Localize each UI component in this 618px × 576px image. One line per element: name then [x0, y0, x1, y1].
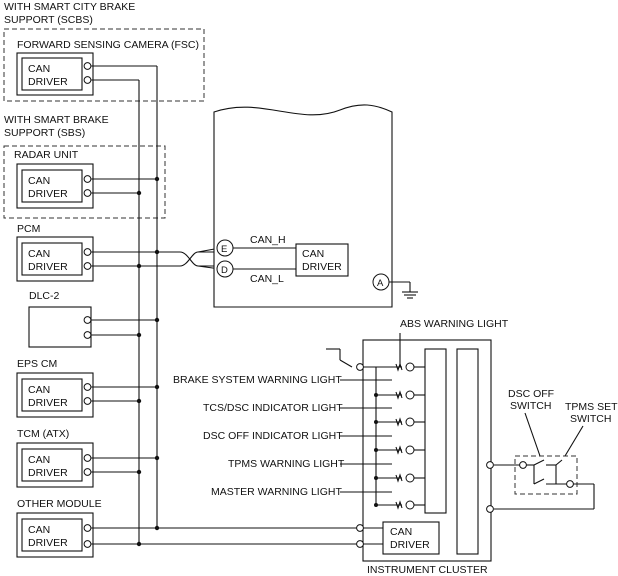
fsc-module-label: FORWARD SENSING CAMERA (FSC): [17, 39, 199, 51]
other-module-label: OTHER MODULE: [17, 498, 102, 510]
tcm-driver-label: DRIVER: [28, 467, 68, 479]
tpms-set-switch-label-2: SWITCH: [570, 413, 611, 425]
pcm-driver-label: DRIVER: [28, 261, 68, 273]
tcs-dsc-indicator-label: TCS/DSC INDICATOR LIGHT: [203, 402, 343, 414]
dsc-off-switch-label-2: SWITCH: [510, 400, 551, 412]
radar-driver-label: DRIVER: [28, 188, 68, 200]
lamp-row-tcs: TCS/DSC INDICATOR LIGHT: [203, 402, 425, 427]
sbs-dashed-boundary: [3, 145, 166, 219]
eps-module-label: EPS CM: [17, 358, 57, 370]
dlc-connector: [28, 306, 92, 348]
master-warning-label: MASTER WARNING LIGHT: [211, 486, 342, 498]
lamp-row-dsc-off: DSC OFF INDICATOR LIGHT: [203, 430, 425, 455]
other-module: CAN DRIVER: [16, 512, 94, 558]
abs-warning-light-label: ABS WARNING LIGHT: [400, 318, 509, 330]
tpms-warning-label: TPMS WARNING LIGHT: [228, 458, 345, 470]
lamp-row-master: MASTER WARNING LIGHT: [211, 486, 425, 510]
can-l-label: CAN_L: [250, 273, 284, 285]
can-h-label: CAN_H: [250, 234, 286, 246]
sbs-group-label-2: SUPPORT (SBS): [4, 127, 85, 139]
other-can-label: CAN: [28, 524, 50, 536]
abs-driver-label: DRIVER: [302, 261, 342, 273]
tcm-module-label: TCM (ATX): [17, 428, 69, 440]
eps-can-label: CAN: [28, 384, 50, 396]
eps-driver-label: DRIVER: [28, 397, 68, 409]
other-driver-label: DRIVER: [28, 537, 68, 549]
scbs-dashed-boundary: [3, 28, 205, 102]
lamp-row-brake: BRAKE SYSTEM WARNING LIGHT: [173, 374, 425, 400]
radar-module-label: RADAR UNIT: [14, 149, 79, 161]
dlc-module-label: DLC-2: [29, 290, 60, 302]
dsc-off-switch-label-1: DSC OFF: [508, 388, 554, 400]
dsc-off-indicator-label: DSC OFF INDICATOR LIGHT: [203, 430, 343, 442]
abs-can-label: CAN: [302, 248, 324, 260]
abs-pin-d-label: D: [221, 265, 228, 276]
eps-module: CAN DRIVER: [16, 372, 94, 418]
can-bus-wiring: [91, 65, 357, 547]
abs-pin-e-label: E: [221, 244, 227, 255]
cluster-can-label: CAN: [390, 526, 412, 538]
fsc-module: CAN DRIVER: [16, 52, 94, 96]
abs-dsc-unit: E D CAN_H CAN_L CAN DRIVER A: [213, 104, 418, 308]
sbs-group-label-1: WITH SMART BRAKE: [4, 114, 109, 126]
radar-can-label: CAN: [28, 175, 50, 187]
pcm-can-label: CAN: [28, 248, 50, 260]
dsc-tpms-switch-block: [494, 412, 595, 510]
radar-module: CAN DRIVER: [16, 163, 94, 209]
cluster-driver-label: DRIVER: [390, 539, 430, 551]
brake-system-warning-label: BRAKE SYSTEM WARNING LIGHT: [173, 374, 342, 386]
scbs-group-label-1: WITH SMART CITY BRAKE: [4, 1, 135, 13]
pcm-module: CAN DRIVER: [16, 236, 94, 282]
fsc-can-label: CAN: [28, 63, 50, 75]
tpms-set-switch-label-1: TPMS SET: [565, 401, 618, 413]
tcm-module: CAN DRIVER: [16, 442, 94, 488]
instrument-cluster-label: INSTRUMENT CLUSTER: [367, 564, 488, 576]
fsc-driver-label: DRIVER: [28, 76, 68, 88]
tcm-can-label: CAN: [28, 454, 50, 466]
pcm-module-label: PCM: [17, 223, 40, 235]
scbs-group-label-2: SUPPORT (SCBS): [4, 14, 93, 26]
lamp-row-tpms: TPMS WARNING LIGHT: [228, 458, 425, 483]
abs-pin-a-label: A: [377, 278, 384, 289]
